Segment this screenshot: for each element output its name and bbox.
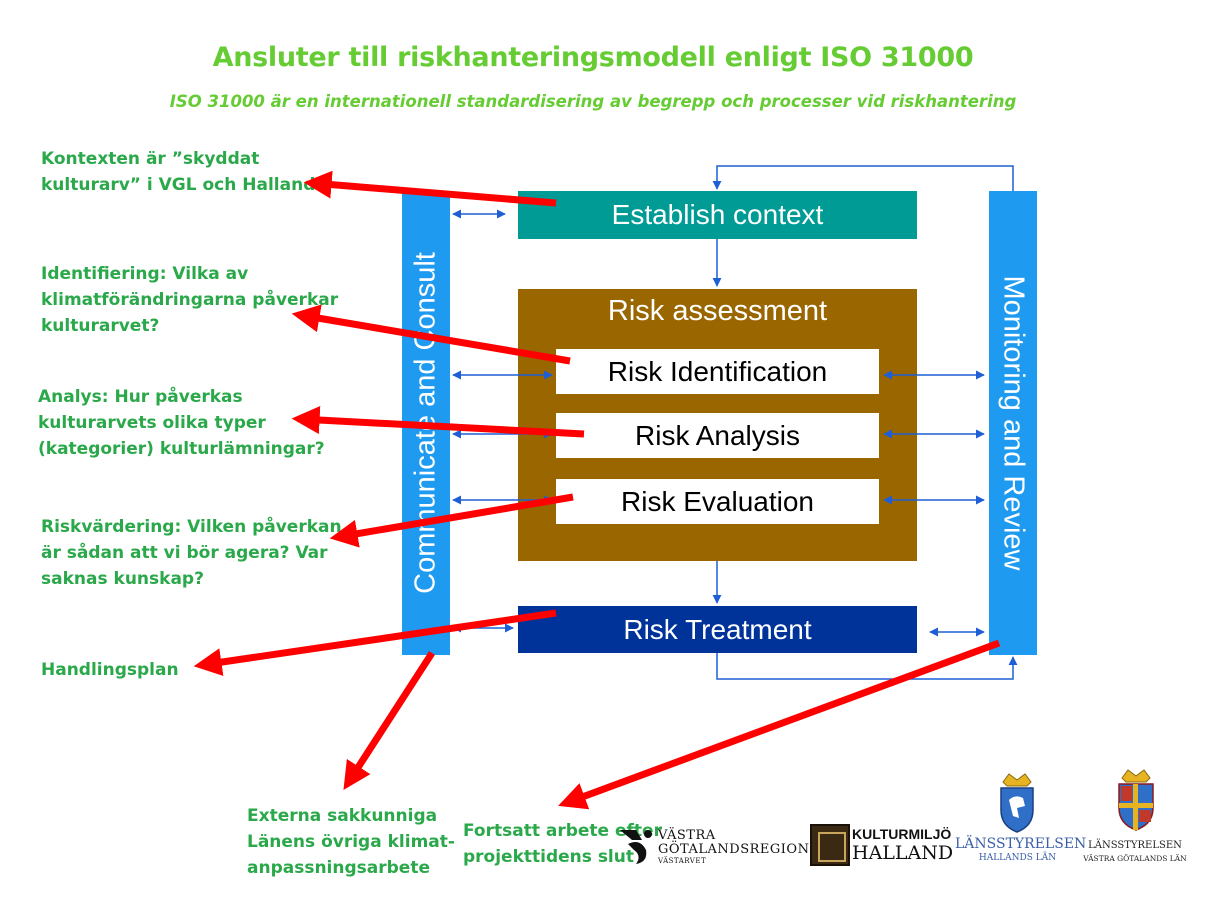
red-arrow-analysis	[291, 406, 585, 438]
lansstyrelsen-vg-logo: LÄNSSTYRELSEN VÄSTRA GÖTALANDS LÄN	[1080, 768, 1190, 868]
risk-evaluation-box: Risk Evaluation	[556, 479, 879, 524]
loop-bottom-connector	[716, 653, 1018, 680]
establish-context-box: Establish context	[518, 191, 917, 239]
red-arrow-continued	[558, 639, 1001, 810]
kulturmiljo-emblem-icon	[810, 824, 850, 866]
red-arrow-context	[303, 170, 557, 207]
risk-identification-box: Risk Identification	[556, 349, 879, 394]
kulturmiljo-halland-logo: KULTURMILJÖ HALLAND	[810, 822, 955, 868]
vgr-logo: VÄSTRA GÖTALANDSREGIONEN VÄSTARVET	[618, 824, 831, 870]
vgr-emblem-icon	[620, 830, 652, 864]
page-subtitle: ISO 31000 är en internationell standardi…	[169, 92, 1017, 111]
monitoring-review-bar	[989, 191, 1037, 655]
red-arrow-external	[343, 651, 435, 791]
vg-coat-of-arms-icon	[1118, 769, 1154, 831]
red-arrow-identification	[291, 304, 571, 365]
red-arrow-evaluation	[329, 493, 574, 548]
risk-treatment-box: Risk Treatment	[518, 606, 917, 653]
red-arrow-treatment	[193, 609, 557, 677]
loop-top-connector	[712, 165, 1014, 191]
annotation-treatment: Handlingsplan	[41, 660, 179, 680]
lansstyrelsen-halland-logo: LÄNSSTYRELSEN HALLANDS LÄN	[955, 772, 1086, 867]
risk-analysis-box: Risk Analysis	[556, 413, 879, 458]
halland-coat-of-arms-icon	[1000, 773, 1034, 833]
page-title: Ansluter till riskhanteringsmodell enlig…	[212, 42, 974, 73]
risk-assessment-label: Risk assessment	[607, 295, 828, 327]
